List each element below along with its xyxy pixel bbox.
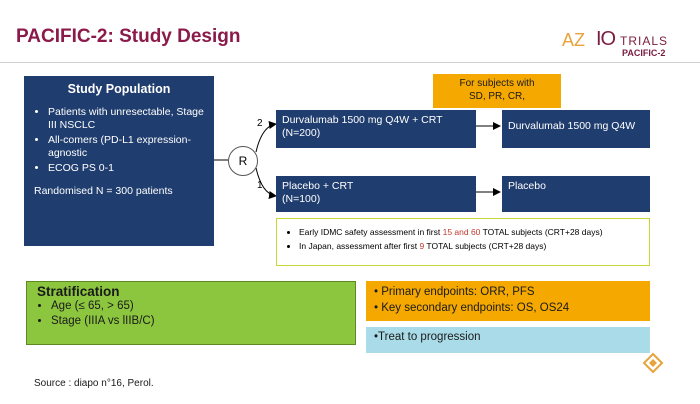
population-bullet: All-comers (PD-L1 expression-agnostic [48,134,204,160]
stratification-box: Stratification Age (≤ 65, > 65) Stage (I… [26,281,356,345]
population-bullet: ECOG PS 0-1 [48,162,204,175]
followup-label: Placebo [508,180,546,192]
safety-assessment-box: Early IDMC safety assessment in first 15… [276,218,650,266]
assessment-line-2: In Japan, assessment after first 9 TOTAL… [299,239,641,253]
arm-n: (N=100) [282,193,321,205]
logo-io: IO [596,28,616,50]
population-bullet: Patients with unresectable, Stage III NS… [48,106,204,132]
placebo-crt-arm: Placebo + CRT (N=100) [276,176,476,212]
io-trials-logo: AZ IO TRIALS PACIFIC-2 [562,26,682,62]
randomisation-node: R [228,146,258,176]
arm-label: Durvalumab 1500 mg Q4W + CRT [282,114,443,126]
endpoints-box: • Primary endpoints: ORR, PFS • Key seco… [366,281,650,321]
durvalumab-followup-arm: Durvalumab 1500 mg Q4W [502,110,650,148]
note-line-2: SD, PR, CR, [468,91,526,102]
randomised-count: Randomised N = 300 patients [34,185,173,197]
logo-subtitle: PACIFIC-2 [622,48,666,58]
placebo-followup-arm: Placebo [502,176,650,212]
assessment-line-1: Early IDMC safety assessment in first 15… [299,225,641,239]
note-line-1: For subjects with [459,78,535,89]
arm-n: (N=200) [282,127,321,139]
primary-endpoints: • Primary endpoints: ORR, PFS [374,286,535,298]
study-population-heading: Study Population [67,82,171,96]
r-to-bottom-arm-arrow [255,167,277,199]
arm-label: Placebo + CRT [282,180,354,192]
durvalumab-crt-arm: Durvalumab 1500 mg Q4W + CRT (N=200) [276,110,476,148]
ratio-bottom-label: 1 [257,180,263,191]
ratio-top-label: 2 [257,118,263,129]
page-title: PACIFIC-2: Study Design [16,26,241,47]
followup-label: Durvalumab 1500 mg Q4W [508,120,636,132]
stratification-heading: Stratification [37,284,120,299]
logo-trials: TRIALS [620,34,669,48]
study-population-box: Study Population Patients with unresecta… [24,76,214,246]
responder-note: For subjects with SD, PR, CR, [433,74,561,108]
r-to-top-arm-arrow [255,121,277,153]
stratification-item: Age (≤ 65, > 65) [51,299,345,314]
header-divider [0,62,700,63]
stratification-item: Stage (IIIA vs lIIB/C) [51,314,345,329]
logo-az: AZ [562,30,586,50]
treat-to-progression-box: •Treat to progression [366,327,650,353]
astrazeneca-corner-icon [642,352,664,374]
secondary-endpoints: • Key secondary endpoints: OS, OS24 [374,302,570,314]
source-citation: Source : diapo n°16, Perol. [34,378,154,389]
